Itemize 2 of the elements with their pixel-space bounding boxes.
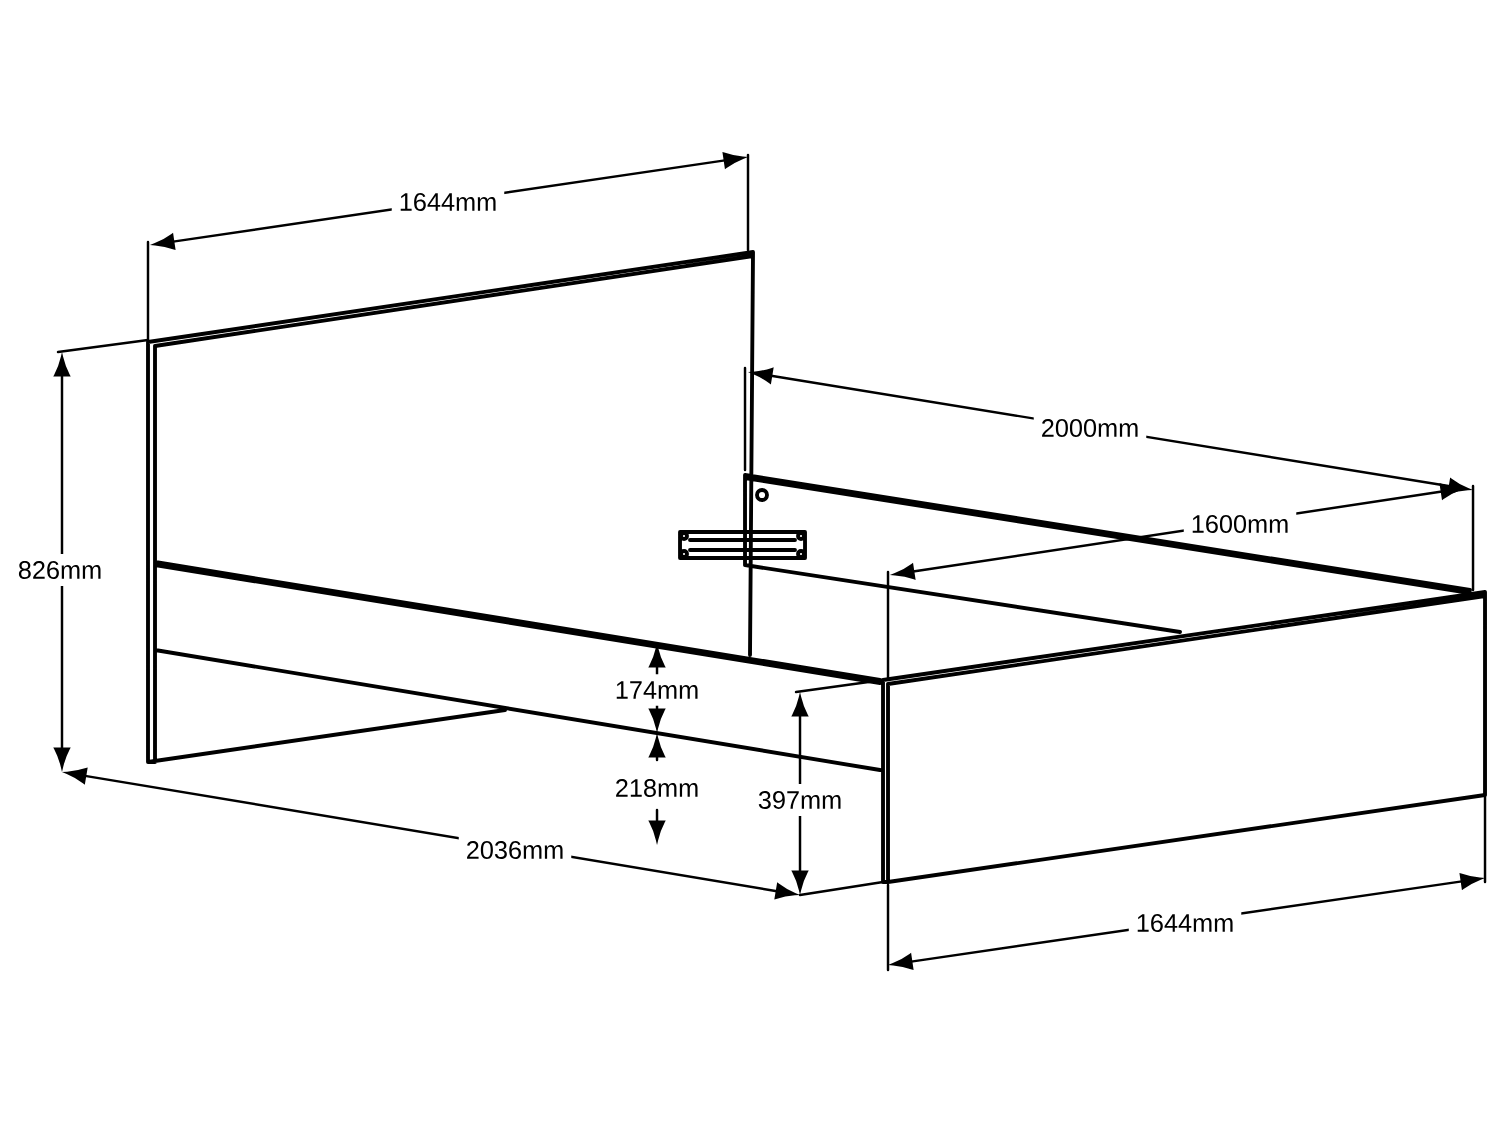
dimension-label: 174mm [607, 674, 707, 706]
dimension-label: 826mm [10, 554, 110, 586]
